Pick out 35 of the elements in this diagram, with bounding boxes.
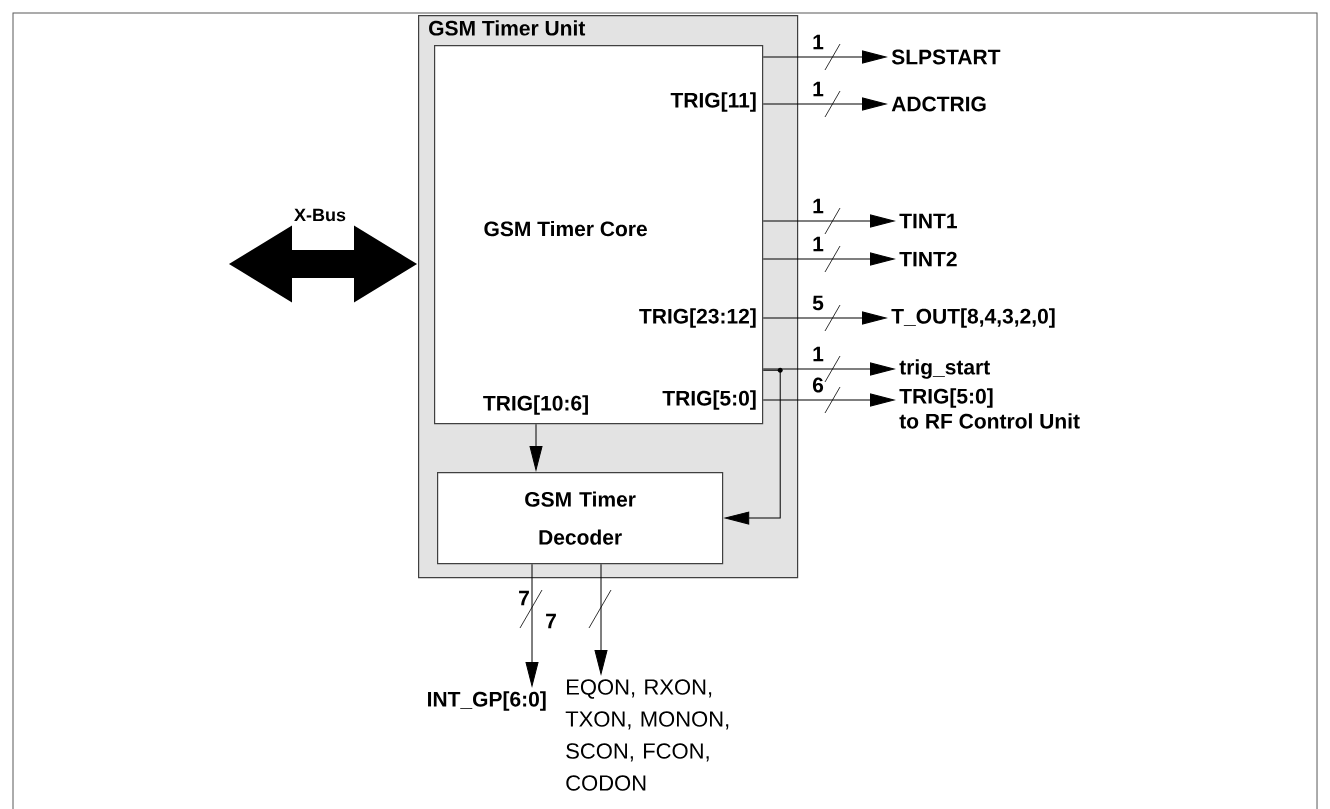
decoder-block-box: GSM Timer Decoder xyxy=(437,472,724,565)
edge-label: 6 xyxy=(812,377,824,393)
signal-arrow xyxy=(762,90,887,118)
edge-label: 1 xyxy=(813,236,824,252)
signal-arrow xyxy=(762,245,895,273)
signal-label: TINT1 xyxy=(899,213,957,229)
signal-arrow xyxy=(762,207,895,235)
edge-label: 7 xyxy=(519,590,529,606)
signal-label: SLPSTART xyxy=(891,49,1001,65)
edge-label: 1 xyxy=(813,34,824,50)
edge-label: X-Bus xyxy=(294,208,346,222)
bus-signal-arrow xyxy=(588,563,612,675)
pin-label: TRIG[10:6] xyxy=(483,395,588,415)
pin-label: TRIG[11] xyxy=(670,92,756,112)
signal-arrow xyxy=(762,355,895,383)
pin-label: TRIG[23:12] xyxy=(639,308,756,328)
branch-arrow xyxy=(724,367,783,525)
signal-label: INT_GP[6:0] xyxy=(428,691,546,711)
signal-arrow xyxy=(762,386,895,414)
bus-signal-arrow xyxy=(519,563,543,687)
signal-arrow xyxy=(762,43,887,71)
signal-label: trig_start xyxy=(899,359,990,379)
edge-label: 1 xyxy=(813,198,824,214)
signal-label: T_OUT[8,4,3,2,0] xyxy=(891,308,1055,328)
signal-label: EQON, RXON, TXON, MONON, SCON, FCON, CODON xyxy=(565,679,729,791)
signal-label: TINT2 xyxy=(899,251,957,267)
pin-label: 7 xyxy=(546,613,556,629)
edge-label: 5 xyxy=(812,295,824,311)
signal-label: TRIG[5:0] to RF Control Unit xyxy=(899,388,1080,429)
edge-label: 1 xyxy=(813,81,824,97)
edge-label: 1 xyxy=(813,346,824,362)
signal-label: ADCTRIG xyxy=(891,96,986,112)
signal-arrow xyxy=(529,423,543,471)
pin-label: TRIG[5:0] xyxy=(662,390,756,410)
signal-arrow xyxy=(762,304,887,332)
